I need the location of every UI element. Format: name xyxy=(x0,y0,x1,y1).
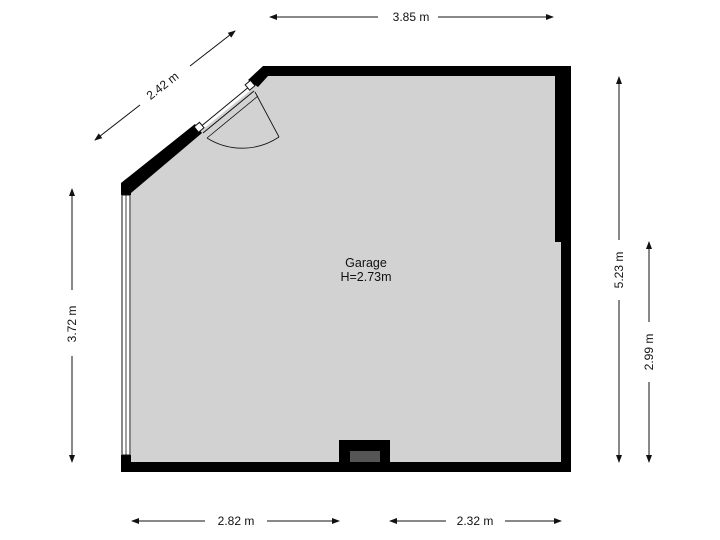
diagonal-wall xyxy=(121,124,202,193)
dim-left-label: 3.72 m xyxy=(65,306,79,343)
door-leaf xyxy=(254,91,280,138)
dim-right-outer-label: 5.23 m xyxy=(612,252,626,289)
bottom-wall xyxy=(121,462,571,472)
door-swing-arc xyxy=(206,136,280,149)
dimension-lines xyxy=(69,14,652,524)
left-wall-stub-bottom xyxy=(121,455,131,472)
dim-right-inner-label: 2.99 m xyxy=(642,334,656,371)
right-wall-upper xyxy=(555,66,571,242)
room-height: H=2.73m xyxy=(340,270,391,284)
vent-grille xyxy=(350,451,380,462)
walls xyxy=(121,66,571,472)
dim-top-label: 3.85 m xyxy=(393,10,430,24)
dim-bottom-left-label: 2.82 m xyxy=(218,514,255,528)
dim-bottom-right-label: 2.32 m xyxy=(457,514,494,528)
dim-diagonal-label: 2.42 m xyxy=(144,69,182,103)
left-window xyxy=(121,194,131,456)
top-wall xyxy=(248,66,571,87)
room-name: Garage xyxy=(345,256,387,270)
right-wall-lower xyxy=(561,240,571,472)
door xyxy=(193,79,280,149)
left-wall-stub-top xyxy=(121,183,131,195)
garage-floor xyxy=(131,76,561,462)
